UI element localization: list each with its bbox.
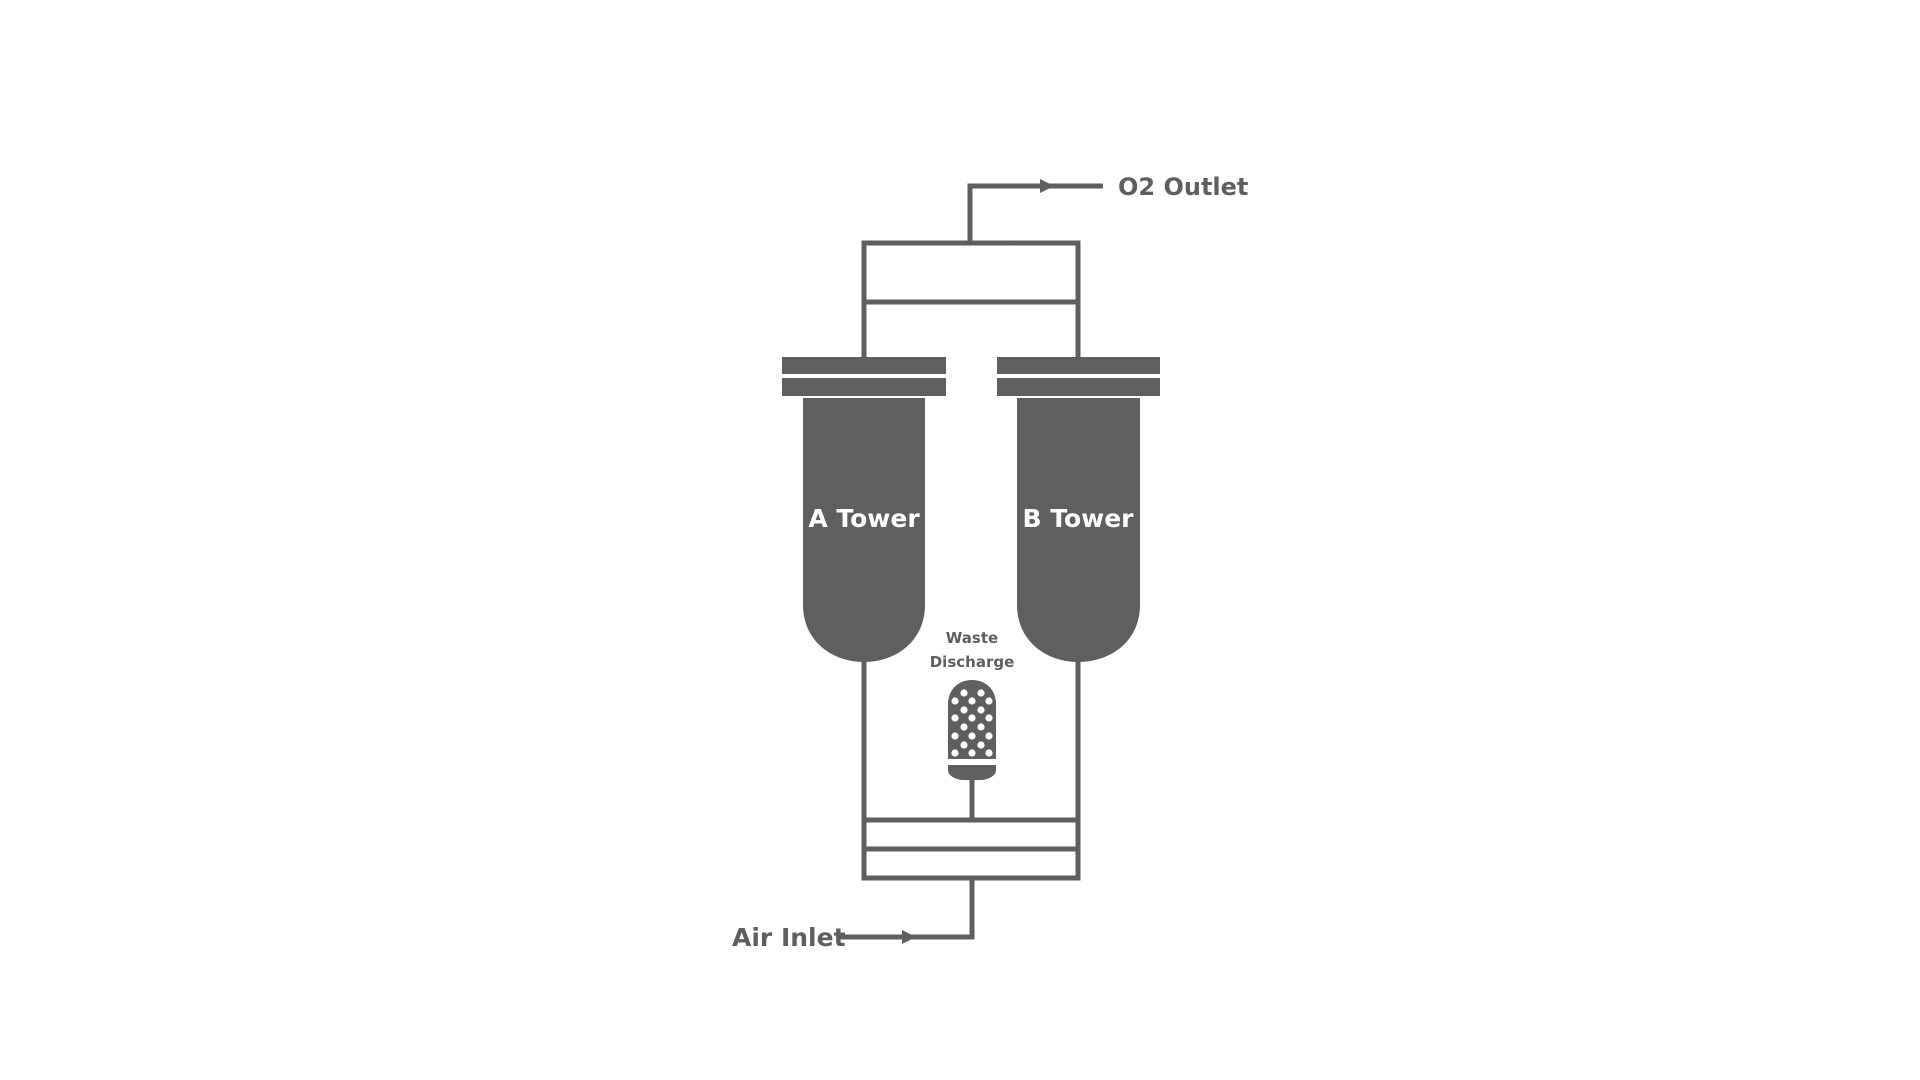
valve-icon bbox=[999, 870, 1025, 886]
muffler-hole bbox=[960, 741, 968, 749]
valve-icon bbox=[915, 235, 941, 251]
pipes bbox=[840, 183, 1103, 940]
tower-a-vessel bbox=[803, 398, 925, 662]
muffler-hole bbox=[985, 697, 993, 705]
valve-icon bbox=[999, 235, 1025, 251]
tower-b-flange-bottom bbox=[997, 378, 1160, 396]
o2-outlet-pipe bbox=[967, 183, 1103, 243]
muffler-hole bbox=[951, 732, 959, 740]
muffler-hole bbox=[968, 714, 976, 722]
outlet-arrow-icon bbox=[1040, 179, 1054, 193]
muffler-hole bbox=[977, 706, 985, 714]
muffler-hole bbox=[977, 741, 985, 749]
valve-icon bbox=[915, 841, 941, 857]
muffler-hole bbox=[951, 749, 959, 757]
tower-a-label: A Tower bbox=[808, 504, 920, 533]
valve-icon bbox=[999, 812, 1025, 828]
muffler-hole bbox=[951, 714, 959, 722]
valve-icon bbox=[999, 841, 1025, 857]
muffler-hole bbox=[960, 723, 968, 731]
inlet-arrow-icon bbox=[902, 930, 916, 944]
valve-icon bbox=[999, 294, 1025, 310]
tower-b-flange-top bbox=[997, 357, 1160, 374]
muffler-hole bbox=[977, 689, 985, 697]
tower-a-flange-bottom bbox=[782, 378, 946, 396]
waste-discharge-label-line1: Waste bbox=[946, 629, 998, 647]
muffler-base bbox=[948, 765, 996, 780]
muffler-hole bbox=[968, 749, 976, 757]
o2-outlet-label: O2 Outlet bbox=[1118, 173, 1248, 201]
muffler-hole bbox=[968, 732, 976, 740]
tower-b: B Tower bbox=[997, 357, 1160, 662]
muffler-hole bbox=[968, 697, 976, 705]
valve-icon bbox=[915, 870, 941, 886]
waste-discharge-label-line2: Discharge bbox=[930, 653, 1015, 671]
muffler-hole bbox=[960, 706, 968, 714]
valve-icon bbox=[915, 812, 941, 828]
valves bbox=[915, 235, 1025, 886]
tower-b-vessel bbox=[1017, 398, 1140, 662]
valve-icon bbox=[915, 294, 941, 310]
air-inlet-label: Air Inlet bbox=[732, 923, 846, 952]
tower-b-label: B Tower bbox=[1022, 504, 1134, 533]
muffler-hole bbox=[960, 689, 968, 697]
muffler-hole bbox=[977, 723, 985, 731]
muffler-hole bbox=[951, 697, 959, 705]
tower-a-flange-top bbox=[782, 357, 946, 374]
muffler-hole bbox=[985, 714, 993, 722]
muffler-hole bbox=[985, 749, 993, 757]
flow-arrows bbox=[902, 179, 1054, 944]
waste-muffler-icon bbox=[948, 680, 996, 780]
air-inlet-pipe bbox=[840, 878, 975, 940]
tower-a: A Tower bbox=[782, 357, 946, 662]
muffler-hole bbox=[985, 732, 993, 740]
muffler-dots bbox=[951, 689, 993, 757]
